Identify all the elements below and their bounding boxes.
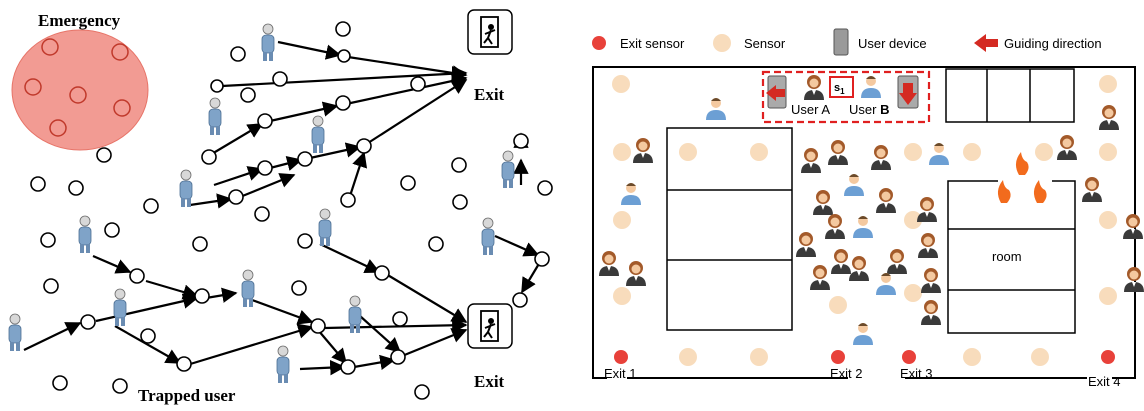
exit-top-label: Exit — [474, 85, 505, 104]
trapped-user-label: Trapped user — [138, 386, 236, 405]
user-b-avatar — [861, 76, 881, 98]
legend: Exit sensor Sensor User device Guiding d… — [592, 28, 1102, 56]
s1-sensor-box — [829, 76, 854, 98]
building-wall — [592, 66, 1136, 379]
fire-icons — [997, 152, 1047, 203]
rooms — [666, 68, 1076, 334]
user-a-label: User A — [791, 102, 830, 117]
guiding-arrow-legend-icon — [974, 34, 998, 52]
s1-label: s1 — [834, 82, 845, 96]
sensor-legend-icon — [713, 34, 731, 52]
left-network-diagram: Emergency Exit Exit — [8, 9, 553, 405]
exit-door-icon-bottom — [467, 303, 513, 349]
sensor-nodes — [30, 21, 553, 400]
exit-door-icon-top — [467, 9, 513, 55]
evacuation-paths — [23, 40, 541, 376]
exit-1-label: Exit 1 — [604, 366, 637, 381]
legend-exit-sensor: Exit sensor — [620, 36, 685, 51]
exit-labels: Exit 1 Exit 2 Exit 3 Exit 4 — [604, 366, 1121, 389]
occupants — [599, 98, 1144, 345]
right-floor-plan: Exit sensor Sensor User device Guiding d… — [592, 28, 1144, 389]
sensors — [612, 75, 1117, 366]
emergency-label: Emergency — [38, 11, 121, 30]
room-label: room — [992, 249, 1022, 264]
emergency-zone — [11, 29, 149, 151]
exit-2-label: Exit 2 — [830, 366, 863, 381]
exit-3-label: Exit 3 — [900, 366, 933, 381]
legend-sensor: Sensor — [744, 36, 786, 51]
emergency-nodes — [24, 38, 131, 137]
highlight-box — [761, 70, 931, 124]
exit-sensors — [614, 350, 1115, 364]
user-b-label: User B — [849, 102, 889, 117]
exit-sensor-legend-icon — [592, 36, 606, 50]
left-guiding-arrow-icon — [766, 85, 785, 101]
exit-4-label: Exit 4 — [1088, 374, 1121, 389]
legend-guiding-direction: Guiding direction — [1004, 36, 1102, 51]
exit-bottom-label: Exit — [474, 372, 505, 391]
down-guiding-arrow-icon — [899, 83, 917, 105]
legend-user-device: User device — [858, 36, 927, 51]
user-device-legend-icon — [833, 28, 849, 56]
user-a-avatar — [804, 75, 824, 100]
